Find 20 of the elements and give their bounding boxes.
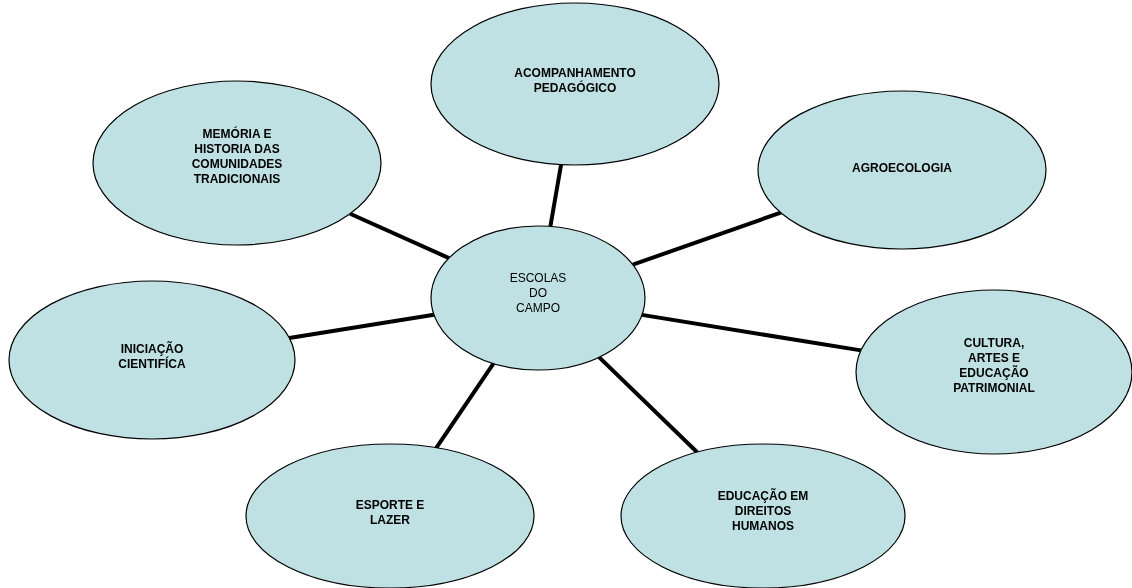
topic-label: CULTURA, ARTES E EDUCAÇÃO PATRIMONIAL: [952, 336, 1036, 396]
connector-line: [632, 210, 782, 267]
topic-ellipse: [92, 80, 382, 246]
connector-line: [641, 312, 862, 353]
connector-line: [597, 355, 699, 454]
connector-line: [349, 211, 450, 260]
topic-label: ESPORTE E LAZER: [354, 498, 426, 528]
topic-label: ACOMPANHAMENTO PEDAGÓGICO: [513, 66, 637, 96]
topic-label: AGROECOLOGIA: [851, 161, 953, 176]
topic-label: MEMÓRIA E HISTORIA DAS COMUNIDADES TRADICIONAIS: [190, 127, 284, 187]
topic-ellipse: [8, 280, 296, 440]
topic-label: EDUCAÇÃO EM DIREITOS HUMANOS: [716, 489, 810, 534]
topic-label: INICIAÇÃO CIENTIFÍCA: [117, 342, 187, 372]
connector-line: [434, 362, 496, 449]
topic-label: ESCOLAS DO CAMPO: [508, 271, 568, 316]
topic-ellipse: [430, 2, 720, 166]
topic-ellipse: [430, 225, 646, 371]
connector-line: [548, 164, 564, 227]
connector-line: [289, 312, 435, 340]
topic-ellipse: [757, 90, 1047, 250]
